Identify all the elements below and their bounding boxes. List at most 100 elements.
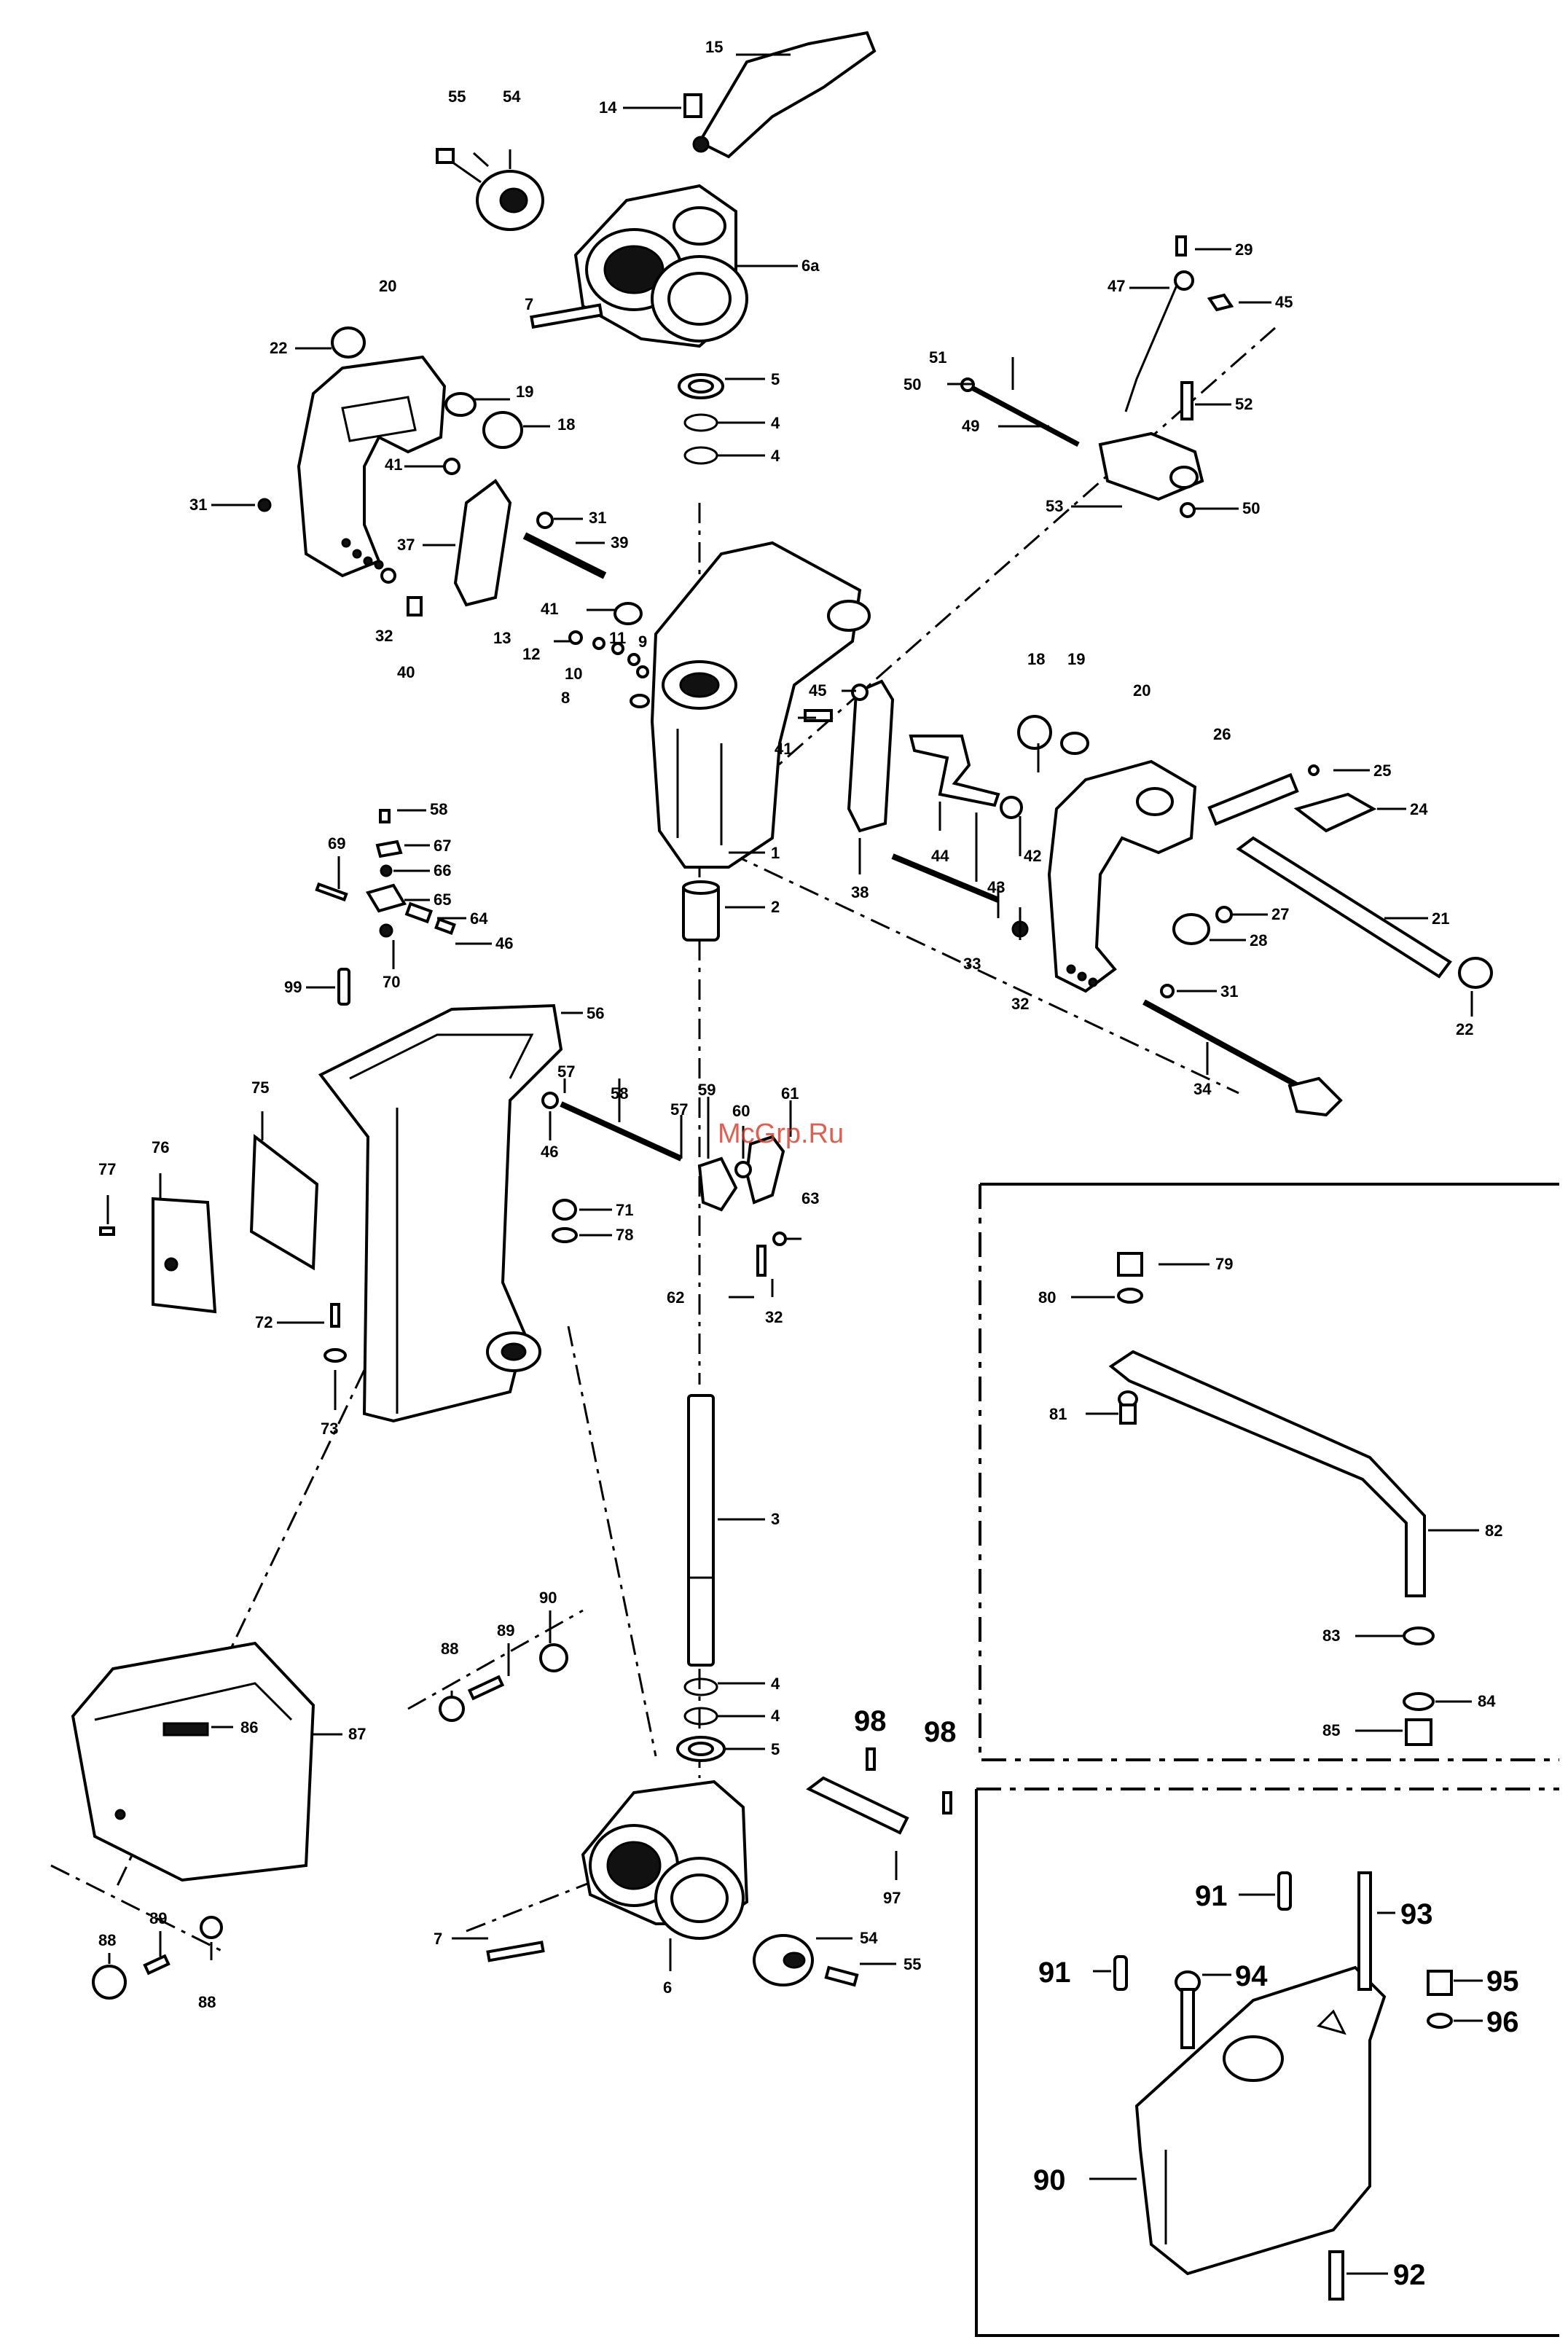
part-19-washer-left bbox=[444, 392, 477, 417]
part-22-nut-right bbox=[1458, 957, 1493, 989]
callout-13: 13 bbox=[493, 629, 511, 647]
callout-20: 20 bbox=[1133, 681, 1150, 700]
callout-83: 83 bbox=[1322, 1626, 1340, 1645]
part-78-washer bbox=[552, 1227, 578, 1243]
part-27-ring bbox=[1215, 906, 1233, 923]
callout-31: 31 bbox=[1220, 982, 1238, 1001]
callout-47: 47 bbox=[1108, 277, 1125, 295]
callout-88: 88 bbox=[441, 1640, 458, 1658]
part-75-gasket bbox=[249, 1134, 319, 1271]
part-29-spring bbox=[1175, 235, 1187, 257]
part-43-pin bbox=[1000, 796, 1023, 819]
part-19-washer-right bbox=[1060, 732, 1089, 755]
callout-54: 54 bbox=[503, 87, 521, 106]
callout-59: 59 bbox=[698, 1081, 716, 1099]
callout-14: 14 bbox=[599, 98, 617, 117]
part-24-pad bbox=[1293, 792, 1377, 833]
callout-57: 57 bbox=[670, 1100, 688, 1119]
part-18-bushing-right bbox=[1017, 715, 1052, 750]
callout-41: 41 bbox=[541, 600, 558, 618]
callout-12: 12 bbox=[522, 645, 540, 663]
watermark: McGrp.Ru bbox=[718, 1119, 844, 1149]
part-41-bolt-right bbox=[804, 709, 833, 722]
part-54-pivot-cap-lower bbox=[753, 1934, 814, 1986]
callout-43: 43 bbox=[987, 878, 1005, 896]
part-57-bushing bbox=[541, 1092, 559, 1109]
part-3-swivel-shaft bbox=[687, 1394, 715, 1667]
part-81-ball-stud bbox=[1118, 1390, 1138, 1425]
callout-22: 22 bbox=[1456, 1020, 1473, 1038]
part-88-90-fasteners-upper bbox=[439, 1643, 568, 1722]
callout-4: 4 bbox=[771, 414, 780, 432]
callout-63: 63 bbox=[801, 1189, 819, 1207]
callout-27: 27 bbox=[1271, 905, 1289, 923]
leader-lines bbox=[106, 53, 1483, 2275]
part-91-pins bbox=[1113, 1871, 1292, 1991]
callout-65: 65 bbox=[434, 890, 451, 909]
part-2-bushing bbox=[682, 880, 720, 941]
callout-89: 89 bbox=[497, 1621, 514, 1640]
callout-51: 51 bbox=[929, 348, 946, 367]
callout-8: 8 bbox=[561, 689, 570, 707]
part-20-clamp-bracket-left bbox=[297, 355, 447, 578]
part-95-nut bbox=[1427, 1970, 1453, 1996]
callout-64: 64 bbox=[470, 909, 488, 928]
callout-56: 56 bbox=[587, 1004, 604, 1022]
callout-32: 32 bbox=[375, 627, 393, 645]
part-83-washer bbox=[1403, 1626, 1435, 1645]
callout-84: 84 bbox=[1478, 1692, 1496, 1710]
callout-24: 24 bbox=[1410, 800, 1428, 818]
part-33-rod bbox=[891, 853, 1000, 903]
callout-94: 94 bbox=[1235, 1960, 1268, 1992]
part-88-89-fasteners-lower bbox=[92, 1916, 223, 2000]
part-72-73-screw-washer bbox=[324, 1303, 347, 1363]
part-90-lower-housing bbox=[1134, 1965, 1387, 2276]
callout-76: 76 bbox=[152, 1138, 169, 1156]
part-80-washer bbox=[1117, 1288, 1143, 1304]
part-52-spring bbox=[1180, 381, 1193, 420]
callout-41: 41 bbox=[775, 740, 792, 758]
small-hardware-upper-left bbox=[257, 458, 643, 625]
part-55-bolt-upper bbox=[436, 148, 482, 184]
callout-55: 55 bbox=[903, 1955, 921, 1973]
callout-21: 21 bbox=[1432, 909, 1449, 928]
callout-5: 5 bbox=[771, 370, 780, 388]
part-85-nut bbox=[1405, 1718, 1432, 1746]
callout-10: 10 bbox=[565, 665, 582, 683]
callout-71: 71 bbox=[616, 1201, 633, 1219]
part-25-clip bbox=[1308, 764, 1320, 776]
callout-26: 26 bbox=[1213, 725, 1231, 743]
washer-stack-upper bbox=[678, 373, 724, 465]
callout-4: 4 bbox=[771, 1675, 780, 1693]
part-7-pin-lower bbox=[486, 1941, 545, 1962]
callout-46: 46 bbox=[495, 934, 513, 952]
callout-91: 91 bbox=[1038, 1957, 1071, 1989]
part-26-screw-bar bbox=[1207, 772, 1299, 826]
callout-70: 70 bbox=[383, 973, 400, 991]
part-77-screw bbox=[99, 1226, 115, 1236]
callout-95: 95 bbox=[1486, 1965, 1519, 1997]
part-94-screw bbox=[1175, 1970, 1201, 2049]
part-59-61-lever-assembly bbox=[697, 1135, 787, 1277]
callout-79: 79 bbox=[1215, 1255, 1233, 1273]
part-79-nut bbox=[1117, 1252, 1143, 1277]
part-37-link-plate bbox=[453, 479, 512, 607]
part-50-pin bbox=[1180, 502, 1196, 518]
callout-45: 45 bbox=[809, 681, 826, 700]
callout-90: 90 bbox=[539, 1589, 557, 1607]
callout-2: 2 bbox=[771, 898, 780, 916]
callout-98: 98 bbox=[854, 1705, 887, 1737]
callout-49: 49 bbox=[962, 417, 979, 435]
callout-45: 45 bbox=[1275, 293, 1293, 311]
callout-31: 31 bbox=[589, 509, 606, 527]
callout-57: 57 bbox=[557, 1062, 575, 1081]
parts-64-to-70 bbox=[315, 809, 456, 938]
callout-39: 39 bbox=[611, 533, 628, 552]
callout-53: 53 bbox=[1046, 497, 1063, 515]
callout-91: 91 bbox=[1195, 1880, 1228, 1912]
part-34-steering-rod bbox=[1142, 999, 1343, 1117]
part-1-swivel-housing bbox=[650, 541, 871, 869]
callout-11: 11 bbox=[609, 629, 626, 647]
callout-78: 78 bbox=[616, 1226, 633, 1244]
